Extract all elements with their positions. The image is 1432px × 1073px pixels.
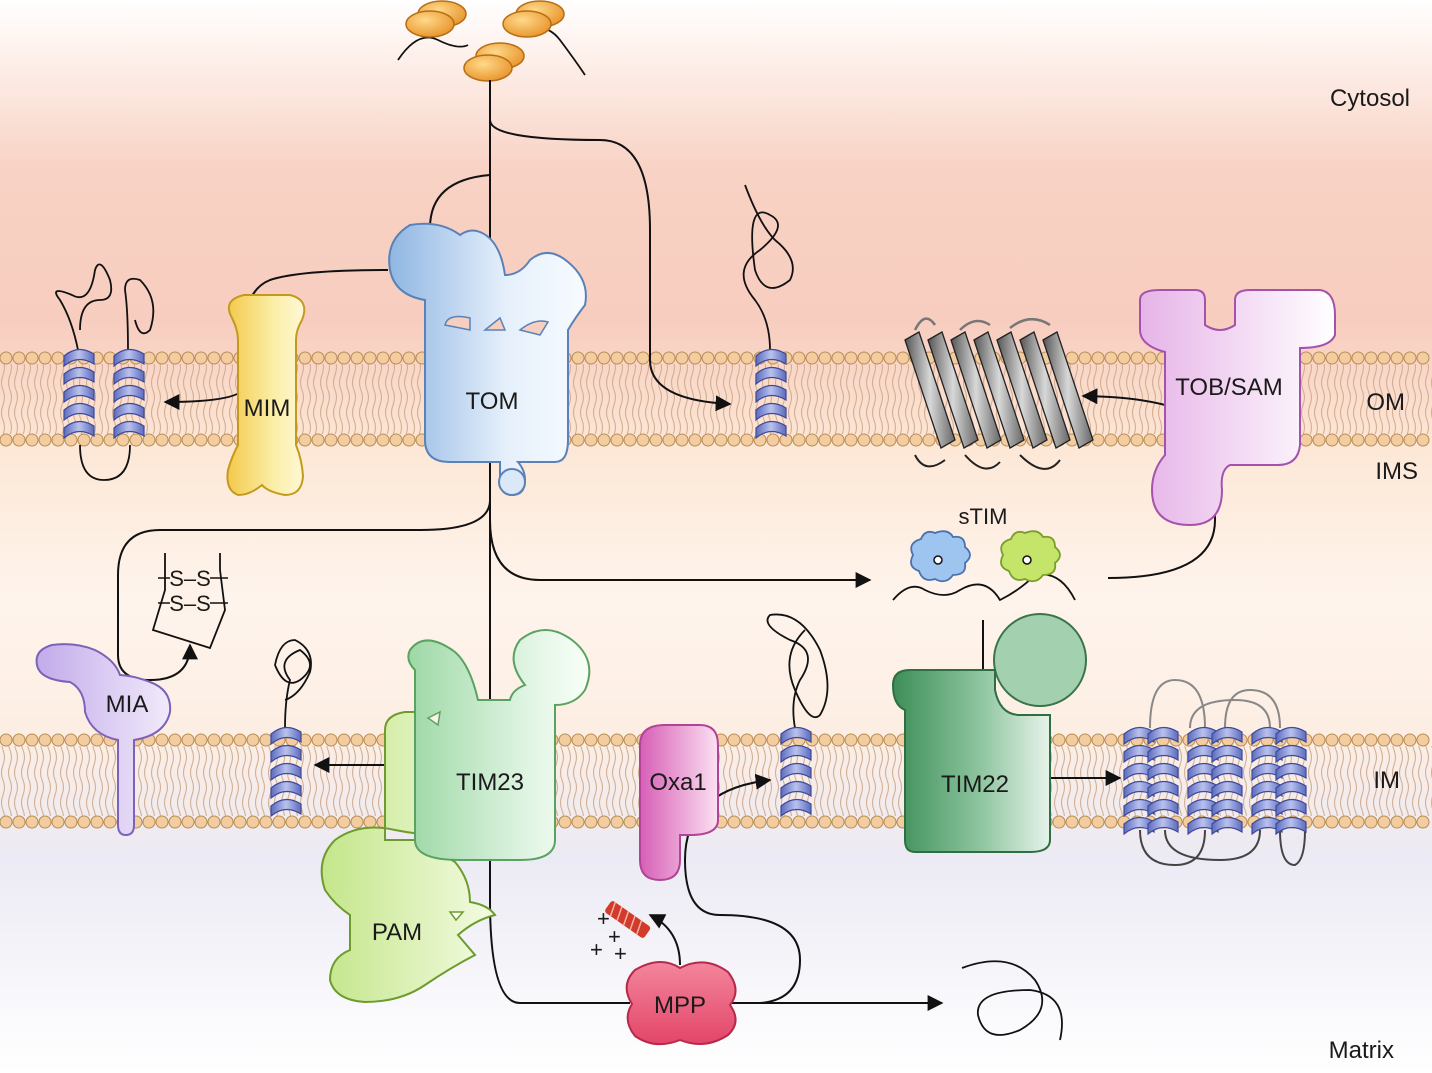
pam-complex: PAM bbox=[320, 711, 497, 1004]
om-helical-proteins bbox=[55, 263, 155, 481]
disulfide-bond-2: S–S bbox=[169, 591, 211, 616]
tim23-complex: TIM23 bbox=[407, 629, 591, 861]
region-label-ims: IMS bbox=[1375, 458, 1418, 485]
im-carrier-protein bbox=[1123, 678, 1307, 867]
tim23-label: TIM23 bbox=[456, 769, 524, 796]
tom-complex: TOM bbox=[388, 222, 587, 497]
mpp-label: MPP bbox=[654, 992, 706, 1019]
charge-2: + bbox=[608, 924, 621, 949]
mia-label: MIA bbox=[106, 691, 149, 718]
cleaved-presequence: + + + + bbox=[590, 901, 651, 966]
stim-complex: sTIM bbox=[892, 504, 1076, 602]
pam-label: PAM bbox=[372, 919, 422, 946]
im-sorted-protein-left bbox=[270, 639, 312, 818]
oxa1-complex: Oxa1 bbox=[639, 724, 719, 882]
stim-label: sTIM bbox=[959, 504, 1008, 529]
region-label-om: OM bbox=[1366, 389, 1405, 416]
disulfide-bond-1: S–S bbox=[169, 566, 211, 591]
region-label-matrix: Matrix bbox=[1329, 1037, 1394, 1064]
tob-sam-complex: TOB/SAM bbox=[1139, 289, 1336, 527]
charge-3: + bbox=[590, 937, 603, 962]
tim22-complex: TIM22 bbox=[891, 613, 1087, 853]
mim-complex: MIM bbox=[226, 294, 306, 497]
tim22-label: TIM22 bbox=[941, 771, 1009, 798]
tob-sam-label: TOB/SAM bbox=[1175, 374, 1283, 401]
beta-barrel-protein bbox=[904, 317, 1094, 470]
oxa1-label: Oxa1 bbox=[649, 769, 706, 796]
region-label-cytosol: Cytosol bbox=[1330, 85, 1410, 112]
om-tail-anchored-protein bbox=[742, 184, 794, 440]
im-sorted-protein-right bbox=[766, 613, 829, 818]
mim-label: MIM bbox=[244, 395, 291, 422]
disulfide-substrate: S–S S–S bbox=[151, 553, 228, 650]
region-label-im: IM bbox=[1373, 767, 1400, 794]
mia-complex: MIA bbox=[35, 643, 172, 837]
charge-4: + bbox=[614, 941, 627, 966]
mpp-complex: MPP bbox=[625, 961, 737, 1046]
ribosomes bbox=[397, 0, 586, 82]
charge-1: + bbox=[597, 906, 610, 931]
tom-label: TOM bbox=[466, 388, 519, 415]
matrix-folded-protein bbox=[961, 960, 1063, 1041]
